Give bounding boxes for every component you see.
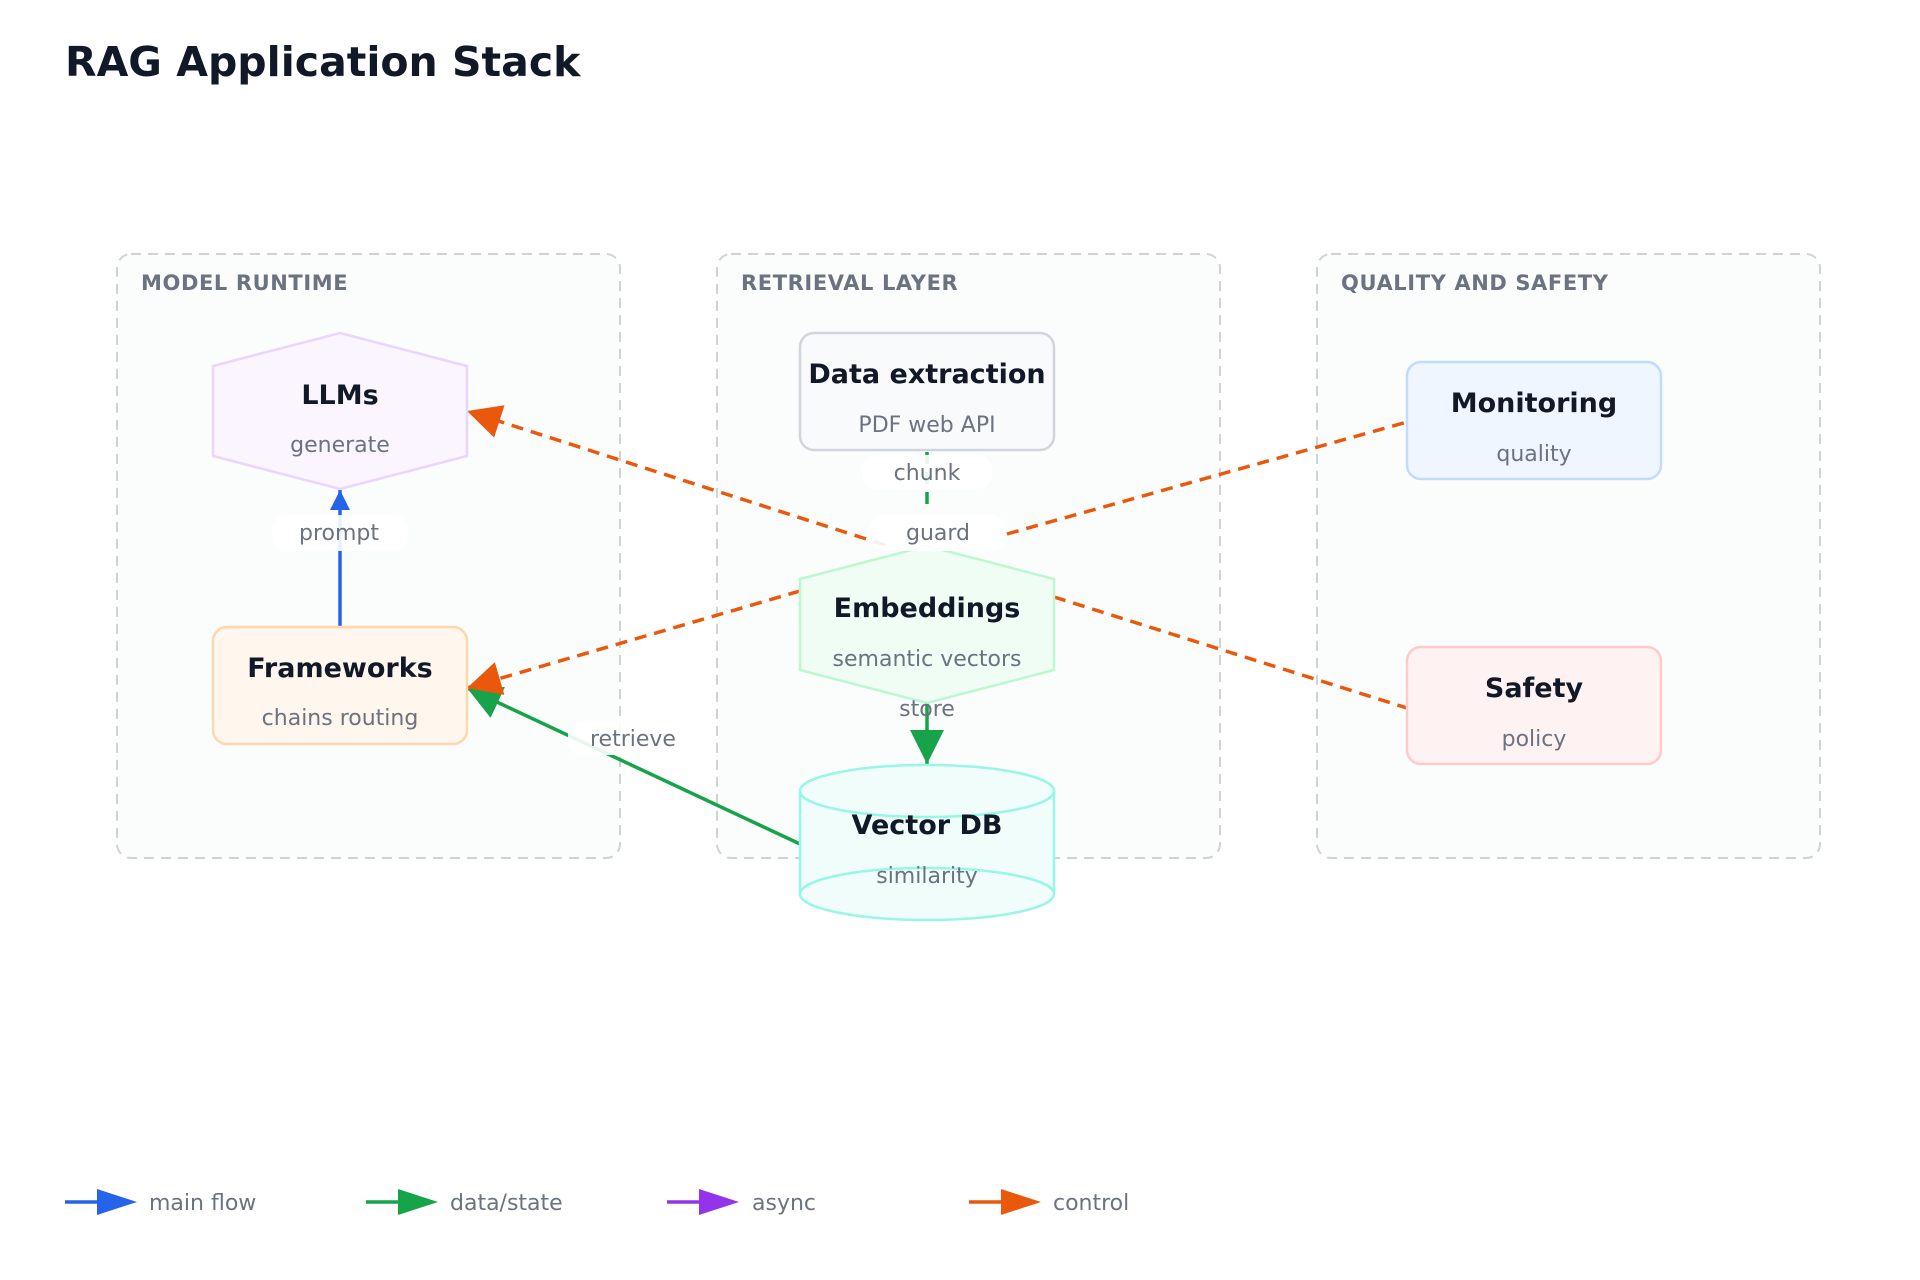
node-safety[interactable]: Safety policy: [1405, 645, 1663, 766]
edge-labels: prompt chunk guard store retrieve: [272, 455, 1006, 755]
node-monitoring[interactable]: Monitoring quality: [1405, 360, 1663, 481]
node-monitoring-subtitle: quality: [1496, 442, 1571, 467]
node-data-extraction-title: Data extraction: [808, 359, 1045, 390]
edge-label-retrieve: retrieve: [590, 727, 676, 752]
node-frameworks-subtitle: chains routing: [262, 706, 419, 731]
legend-item-control: control: [969, 1189, 1129, 1216]
edge-guard-llms[interactable]: [466, 405, 886, 547]
node-embeddings[interactable]: Embeddings semantic vectors: [798, 544, 1056, 705]
legend-item-main: main flow: [65, 1189, 256, 1216]
edge-guard-safety[interactable]: [1053, 595, 1408, 710]
edge-label-chunk: chunk: [894, 461, 961, 486]
node-frameworks[interactable]: Frameworks chains routing: [211, 625, 469, 746]
node-vector-db-title: Vector DB: [852, 810, 1003, 841]
node-vector-db-subtitle: similarity: [876, 864, 978, 889]
legend-label-main: main flow: [149, 1191, 256, 1216]
legend-label-control: control: [1053, 1191, 1129, 1216]
node-llms-subtitle: generate: [290, 433, 390, 458]
group-label-retrieval-layer: RETRIEVAL LAYER: [741, 271, 958, 295]
node-safety-title: Safety: [1485, 673, 1584, 704]
diagram-title: RAG Application Stack: [65, 38, 582, 86]
legend: main flow data/state async control: [65, 1189, 1129, 1216]
node-embeddings-subtitle: semantic vectors: [833, 647, 1022, 672]
edge-label-store: store: [899, 697, 955, 722]
edge-retrieve[interactable]: [466, 686, 801, 846]
node-llms-title: LLMs: [301, 380, 378, 411]
node-data-extraction-subtitle: PDF web API: [858, 413, 995, 438]
group-label-quality-safety: QUALITY AND SAFETY: [1341, 271, 1609, 295]
node-vector-db[interactable]: Vector DB similarity: [798, 763, 1056, 922]
edge-label-guard: guard: [906, 521, 970, 546]
edge-guard-frameworks[interactable]: [466, 589, 801, 695]
node-embeddings-title: Embeddings: [834, 593, 1021, 624]
edge-guard-monitoring[interactable]: [1006, 420, 1408, 536]
node-frameworks-title: Frameworks: [247, 653, 433, 684]
legend-label-data: data/state: [450, 1191, 563, 1216]
group-label-model-runtime: MODEL RUNTIME: [141, 271, 348, 295]
node-monitoring-title: Monitoring: [1451, 388, 1617, 419]
legend-item-async: async: [667, 1189, 816, 1216]
edge-label-prompt: prompt: [299, 521, 379, 546]
node-data-extraction[interactable]: Data extraction PDF web API: [798, 331, 1056, 452]
node-llms[interactable]: LLMs generate: [211, 331, 469, 491]
legend-label-async: async: [752, 1191, 816, 1216]
node-safety-subtitle: policy: [1502, 727, 1567, 752]
group-quality-safety: QUALITY AND SAFETY: [1316, 253, 1821, 859]
legend-item-data: data/state: [366, 1189, 563, 1216]
